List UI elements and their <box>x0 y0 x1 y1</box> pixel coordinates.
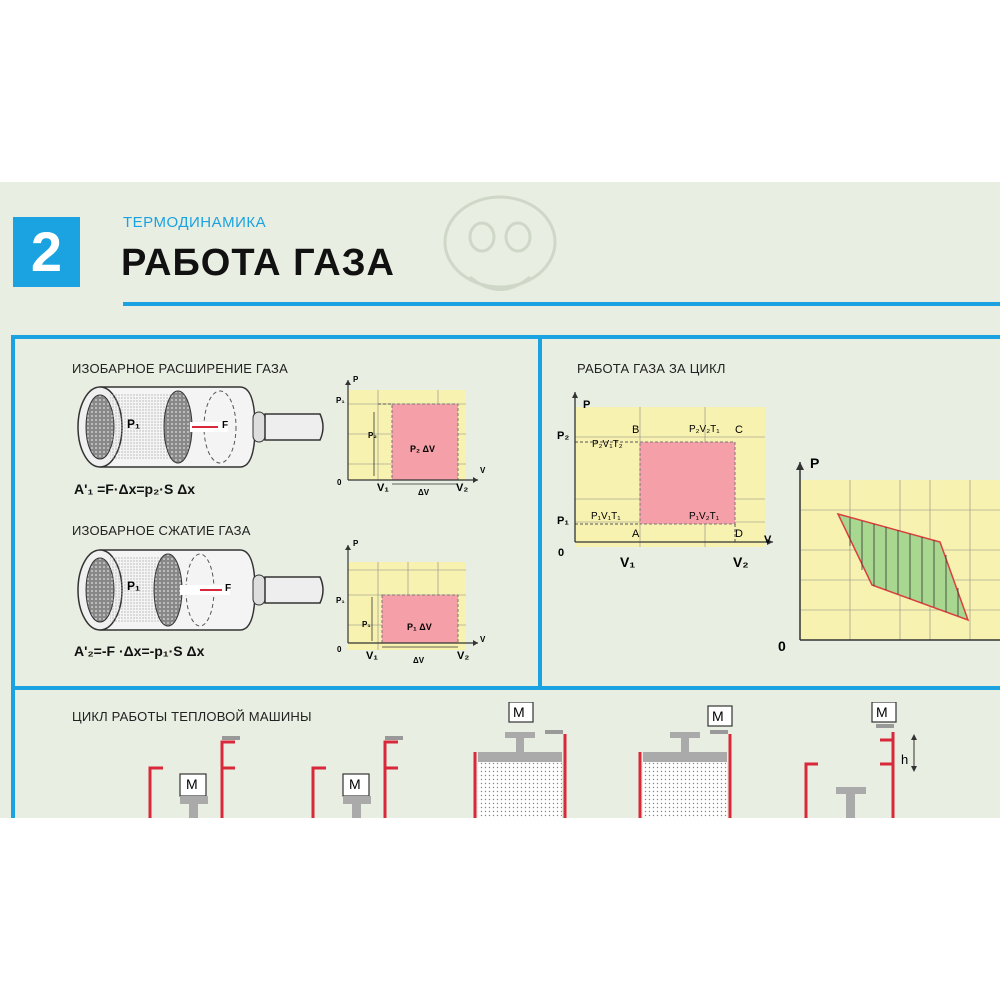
expansion-graph-p1: P₁ <box>336 396 345 405</box>
expansion-graph-origin: 0 <box>337 478 342 487</box>
compression-force-label: F <box>225 583 232 594</box>
cycle-p1: P₁ <box>557 515 569 527</box>
height-label: h <box>901 752 909 767</box>
cycle-state-d: P₁V₂T₁ <box>689 511 720 522</box>
cycle-v1: V₁ <box>620 554 636 570</box>
compression-graph-v1: V₁ <box>366 650 378 662</box>
cycle-origin: 0 <box>558 547 565 559</box>
poster: 2 ТЕРМОДИНАМИКА РАБОТА ГАЗА ИЗОБАРНОЕ РА… <box>0 182 1000 818</box>
expansion-label: ИЗОБАРНОЕ РАСШИРЕНИЕ ГАЗА <box>72 361 288 376</box>
cycle-state-b: P₂V₁T₂ <box>592 439 623 450</box>
panel-frame <box>11 335 1000 818</box>
expansion-pv-graph <box>345 380 478 485</box>
heat-engine-diagrams <box>148 702 917 818</box>
cycle-v2: V₂ <box>733 554 749 570</box>
cycle-second-p-axis: P <box>810 455 820 471</box>
compression-graph-area: P₁ ΔV <box>407 622 432 632</box>
expansion-graph-area: P₂ ΔV <box>410 444 435 454</box>
mass-label-3: M <box>513 704 525 720</box>
heat-engine-label: ЦИКЛ РАБОТЫ ТЕПЛОВОЙ МАШИНЫ <box>72 709 312 724</box>
compression-graph-origin: 0 <box>337 645 342 654</box>
expansion-graph-p2: P₂ <box>368 431 377 440</box>
compression-graph-v-axis: V <box>480 635 486 644</box>
expansion-graph-dv: ΔV <box>418 488 430 497</box>
compression-graph-v2: V₂ <box>457 650 470 662</box>
cycle-p-axis: P <box>583 399 591 411</box>
mass-label-4: M <box>712 708 724 724</box>
cycle-point-b: B <box>632 424 640 436</box>
cycle-state-c: P₂V₂T₁ <box>689 424 720 435</box>
compression-graph-dv: ΔV <box>413 656 425 665</box>
cycle-pv-graph <box>572 392 773 547</box>
lesson-number: 2 <box>30 220 63 283</box>
expansion-cylinder <box>77 386 324 468</box>
compression-formula: A'₂=-F ·Δx=-p₁·S Δx <box>74 643 205 659</box>
mass-label-1: M <box>186 776 198 792</box>
compression-graph-p1: P₁ <box>336 596 345 605</box>
mass-label-2: M <box>349 776 361 792</box>
expansion-pressure-label: P₁ <box>127 417 140 431</box>
expansion-graph-v2: V₂ <box>456 482 469 494</box>
expansion-formula: A'₁ =F·Δx=p₂·S Δx <box>74 481 196 497</box>
cycle-point-a: A <box>632 528 640 540</box>
cycle-second-graph <box>796 462 1000 641</box>
cycle-point-c: C <box>735 424 743 436</box>
cycle-p2: P₂ <box>557 430 570 442</box>
cycle-second-origin: 0 <box>778 638 786 654</box>
cycle-state-a: P₁V₁T₁ <box>591 511 621 522</box>
expansion-graph-v-axis: V <box>480 466 486 475</box>
page-title: РАБОТА ГАЗА <box>121 242 395 284</box>
subject-label: ТЕРМОДИНАМИКА <box>123 214 267 231</box>
cycle-point-d: D <box>735 528 743 540</box>
compression-label: ИЗОБАРНОЕ СЖАТИЕ ГАЗА <box>72 523 251 538</box>
compression-graph-p-axis: P <box>353 539 359 548</box>
mascot-watermark <box>443 195 557 291</box>
compression-cylinder <box>77 549 324 631</box>
cycle-label: РАБОТА ГАЗА ЗА ЦИКЛ <box>577 361 726 376</box>
compression-graph-p-inner: P₁ <box>362 620 371 629</box>
title-rule <box>123 302 1000 306</box>
expansion-graph-v1: V₁ <box>377 482 389 494</box>
expansion-graph-p-axis: P <box>353 375 359 384</box>
expansion-force-label: F <box>222 420 229 431</box>
compression-pressure-label: P₁ <box>127 579 140 593</box>
cycle-v-axis: V <box>764 534 772 546</box>
mass-label-5: M <box>876 704 888 720</box>
lesson-number-badge: 2 <box>13 217 80 287</box>
compression-pv-graph <box>345 545 478 650</box>
